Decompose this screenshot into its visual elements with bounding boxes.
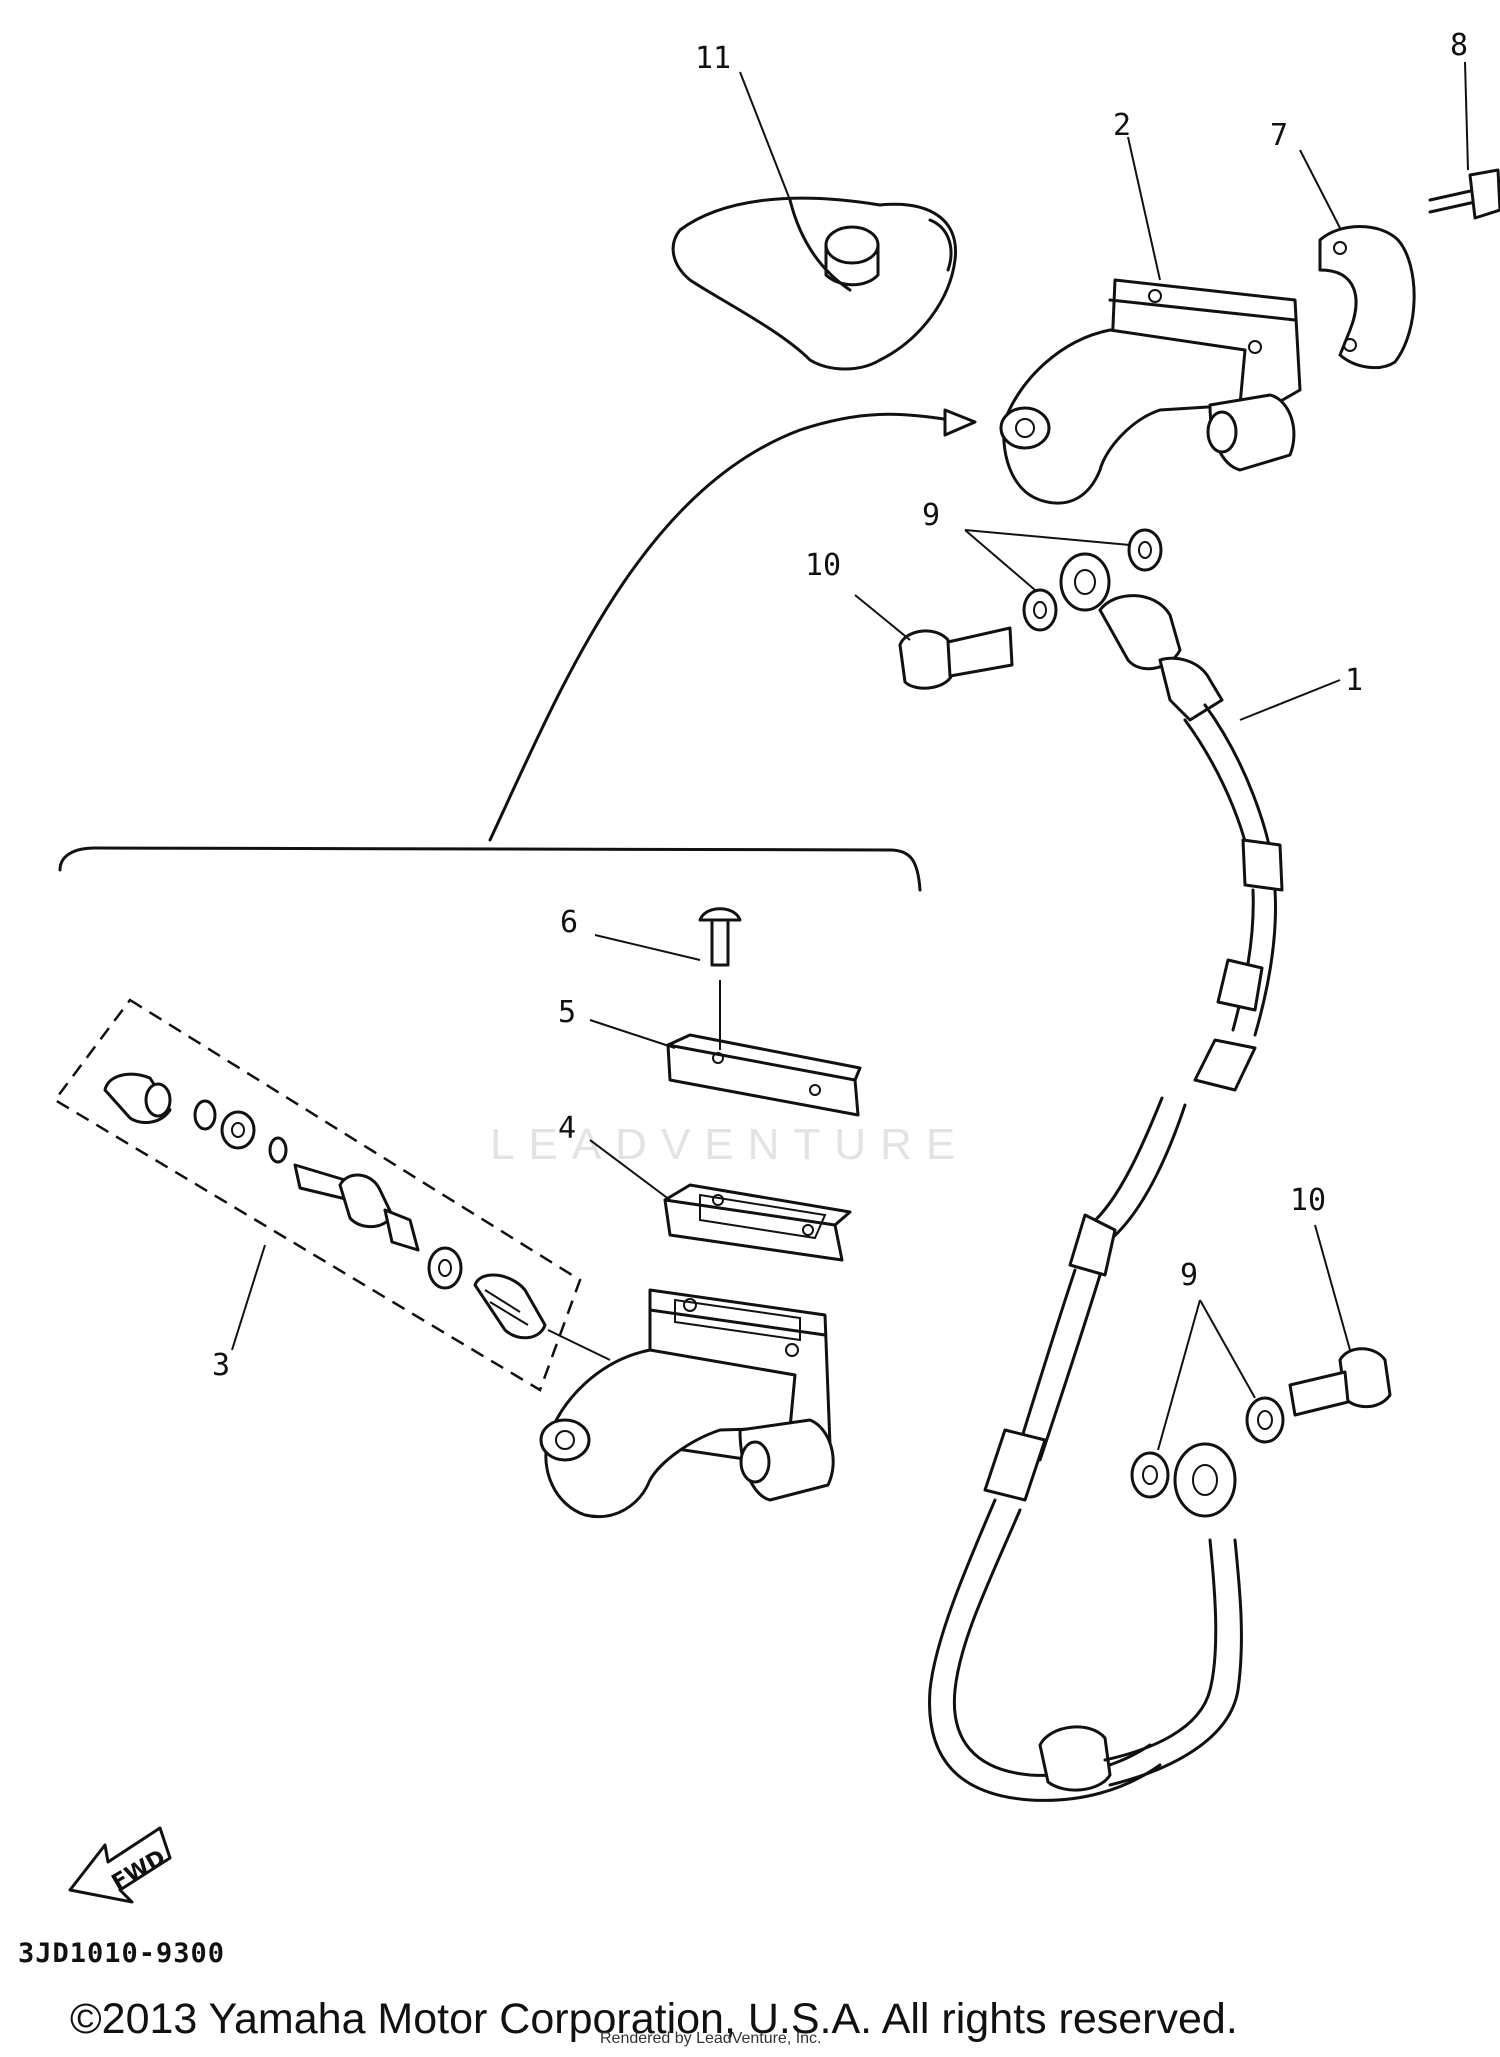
part-1-brake-hose[interactable] xyxy=(928,552,1284,1802)
callout-5: 5 xyxy=(558,995,576,1030)
callout-1: 1 xyxy=(1345,663,1363,698)
callout-9-lower: 9 xyxy=(1180,1258,1198,1293)
callout-8: 8 xyxy=(1450,28,1468,63)
callout-9-lower-leader xyxy=(1157,1299,1256,1451)
callout-10-lower-leader xyxy=(1314,1224,1351,1351)
callout-8-leader xyxy=(1464,61,1469,171)
part-4-diaphragm[interactable] xyxy=(663,1183,852,1262)
part-5-cap[interactable] xyxy=(666,1033,862,1117)
leadventure-watermark: LEADVENTURE xyxy=(490,1120,970,1169)
copyright-notice: ©2013 Yamaha Motor Corporation, U.S.A. A… xyxy=(70,1995,1238,2043)
detail-arrow xyxy=(488,408,977,842)
part-9-lower-washers[interactable] xyxy=(1130,1396,1285,1499)
part-11-cover[interactable] xyxy=(671,196,958,371)
part-10-lower-bolt[interactable] xyxy=(1288,1347,1392,1417)
part-9-upper-washers[interactable] xyxy=(1022,528,1163,632)
rendered-by-notice: Rendered by LeadVenture, Inc. xyxy=(600,2030,822,2047)
detail-master-cylinder[interactable] xyxy=(539,1288,835,1518)
callout-11-leader xyxy=(739,71,791,201)
callout-5-leader xyxy=(589,1019,676,1049)
callout-10-upper: 10 xyxy=(805,548,841,583)
callout-7: 7 xyxy=(1270,118,1288,153)
callout-10-lower: 10 xyxy=(1290,1183,1326,1218)
callout-4: 4 xyxy=(558,1111,576,1146)
callout-2-leader xyxy=(1127,136,1161,281)
part-3-piston-kit[interactable] xyxy=(53,998,611,1392)
callout-7-leader xyxy=(1299,149,1341,229)
callout-3: 3 xyxy=(212,1348,230,1383)
part-2-master-cylinder[interactable] xyxy=(999,278,1302,505)
part-7-clamp[interactable] xyxy=(1318,225,1416,370)
callout-11: 11 xyxy=(695,41,731,76)
callout-6-leader xyxy=(594,934,701,961)
callout-1-leader xyxy=(1239,679,1341,721)
detail-divider xyxy=(58,846,922,892)
callout-9-upper-leader xyxy=(964,529,1131,591)
callout-6: 6 xyxy=(560,905,578,940)
callout-10-upper-leader xyxy=(854,594,911,641)
callout-9-upper: 9 xyxy=(922,498,940,533)
fwd-arrow: FWD xyxy=(68,1826,172,1904)
callout-2: 2 xyxy=(1113,108,1131,143)
part-8-bolt[interactable] xyxy=(1428,168,1500,220)
diagram-code: 3JD1010-9300 xyxy=(18,1938,226,1969)
callout-3-leader xyxy=(231,1244,266,1351)
part-6-screw[interactable] xyxy=(698,907,742,1050)
part-10-upper-bolt[interactable] xyxy=(898,626,1014,690)
callout-4-leader xyxy=(589,1139,671,1201)
